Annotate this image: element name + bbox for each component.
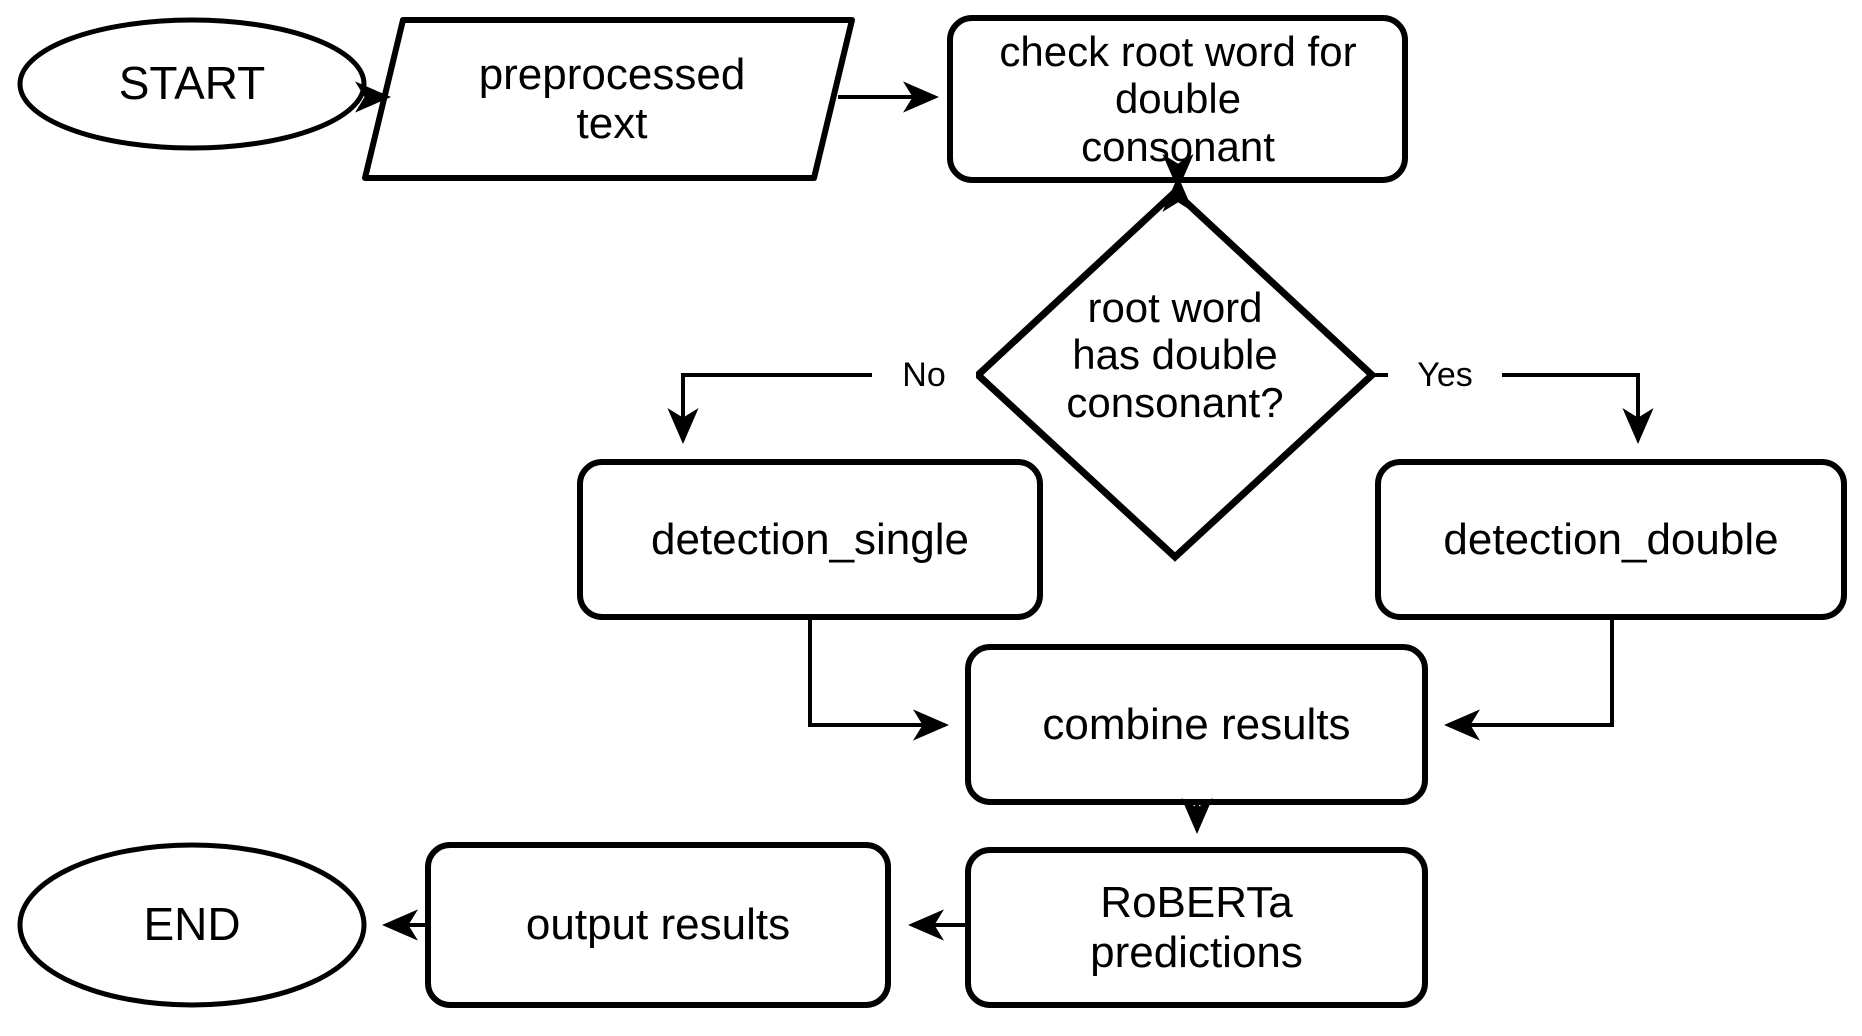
edge-detection-double-to-combine bbox=[1444, 620, 1614, 741]
edge-decision-yes-to-detection-double bbox=[1375, 373, 1654, 444]
node-detection-double-shape bbox=[1375, 459, 1847, 620]
node-detection-single-shape bbox=[577, 459, 1043, 620]
edge-detection-single-to-combine bbox=[808, 620, 949, 741]
node-check-root-word[interactable] bbox=[950, 18, 1405, 180]
node-preprocessed[interactable] bbox=[365, 18, 852, 180]
node-roberta-predictions[interactable] bbox=[968, 850, 1425, 1005]
node-decision-shape bbox=[972, 187, 1378, 562]
node-combine-results[interactable] bbox=[968, 647, 1425, 802]
node-end-shape bbox=[17, 842, 367, 1008]
edge-decision-no-to-detection-single bbox=[667, 373, 975, 444]
node-end[interactable] bbox=[20, 845, 364, 1005]
node-detection-double[interactable] bbox=[1378, 462, 1844, 617]
node-start[interactable] bbox=[20, 20, 364, 148]
node-output-shape bbox=[425, 842, 891, 1008]
node-preprocessed-shape bbox=[362, 17, 855, 181]
node-output-results[interactable] bbox=[428, 845, 888, 1005]
node-detection-single[interactable] bbox=[580, 462, 1040, 617]
node-roberta-shape bbox=[965, 847, 1428, 1008]
